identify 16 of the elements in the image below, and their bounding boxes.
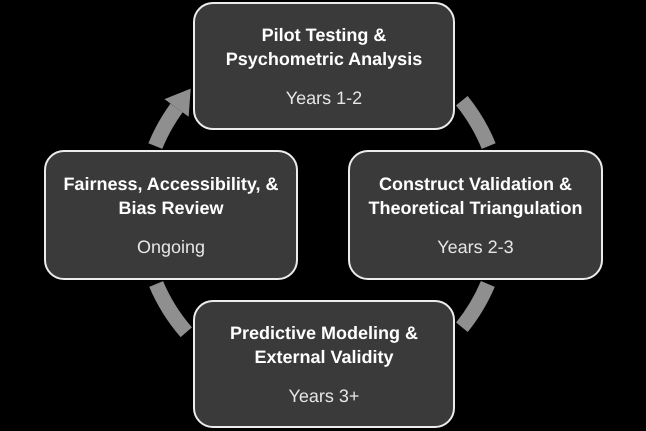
ring-arrow xyxy=(148,88,190,150)
stage-title: Pilot Testing & Psychometric Analysis xyxy=(224,24,424,71)
stage-box xyxy=(193,300,455,428)
ring-connector xyxy=(456,280,495,332)
stage-box xyxy=(193,2,455,130)
stage-title: Construct Validation & Theoretical Triangulation xyxy=(367,173,584,220)
ring-connector xyxy=(149,280,192,337)
stage-box xyxy=(348,150,603,280)
stage-period: Years 2-3 xyxy=(437,236,514,258)
stage-period: Years 1-2 xyxy=(286,87,362,109)
stage-title: Predictive Modeling & External Validity xyxy=(228,322,420,369)
stage-period: Years 3+ xyxy=(288,385,360,407)
ring-connector xyxy=(456,96,496,150)
stage-box xyxy=(44,150,298,280)
stage-title: Fairness, Accessibility, & Bias Review xyxy=(62,173,280,220)
stage-period: Ongoing xyxy=(136,236,206,258)
